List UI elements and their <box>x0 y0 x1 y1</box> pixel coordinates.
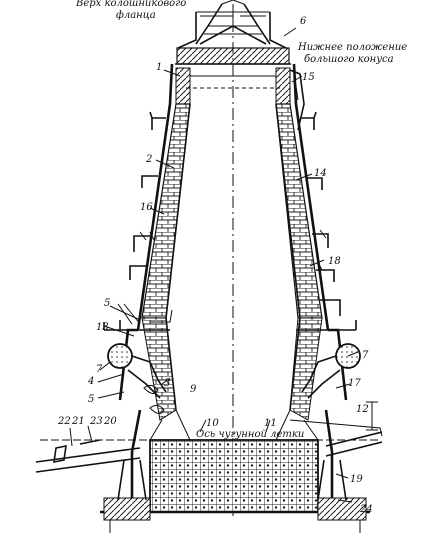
label-11: 11 <box>264 418 277 429</box>
label-9: 9 <box>190 384 197 395</box>
part-labels: 1 2 13 5 16 7 4 5 3 10 11 6 15 14 18 7 1… <box>57 16 373 515</box>
label-24: 24 <box>359 504 373 515</box>
label-7-left: 7 <box>96 364 103 375</box>
label-3: 3 <box>164 378 170 389</box>
label-6: 6 <box>300 16 307 27</box>
hearth-section <box>35 401 383 533</box>
label-21: 21 <box>71 416 85 427</box>
label-10: 10 <box>206 418 219 429</box>
hearth-bottom <box>149 439 319 513</box>
label-4: 4 <box>87 376 94 387</box>
label-19: 19 <box>350 474 363 485</box>
leader-lines <box>97 27 359 503</box>
label-22: 22 <box>57 416 71 427</box>
label-17: 17 <box>348 378 361 389</box>
label-23: 23 <box>89 416 103 427</box>
caption-top-right-line1: Нижнее положение <box>297 42 407 53</box>
label-20: 20 <box>103 416 117 427</box>
label-5-lower: 5 <box>88 394 94 405</box>
label-18: 18 <box>328 256 341 267</box>
label-15: 15 <box>302 72 315 83</box>
label-1: 1 <box>156 62 162 73</box>
label-16: 16 <box>140 202 153 213</box>
caption-top-right-line2: большого конуса <box>304 54 394 65</box>
caption-top-left-line1: Верх колошникового <box>75 0 186 9</box>
label-5: 5 <box>104 298 110 309</box>
label-2: 2 <box>145 154 152 165</box>
label-12: 12 <box>356 404 369 415</box>
bustle-pipe-left <box>107 343 133 369</box>
caption-top-left-line2: фланца <box>116 10 156 21</box>
caption-taphole-axis: Ось чугунной летки <box>196 429 304 440</box>
bosh-section <box>103 303 361 421</box>
label-7-right: 7 <box>362 350 369 361</box>
captions: Верх колошникового фланца Нижнее положен… <box>75 0 407 440</box>
shaft-brackets <box>129 111 341 316</box>
label-13: 13 <box>96 322 109 333</box>
label-14: 14 <box>314 168 327 179</box>
